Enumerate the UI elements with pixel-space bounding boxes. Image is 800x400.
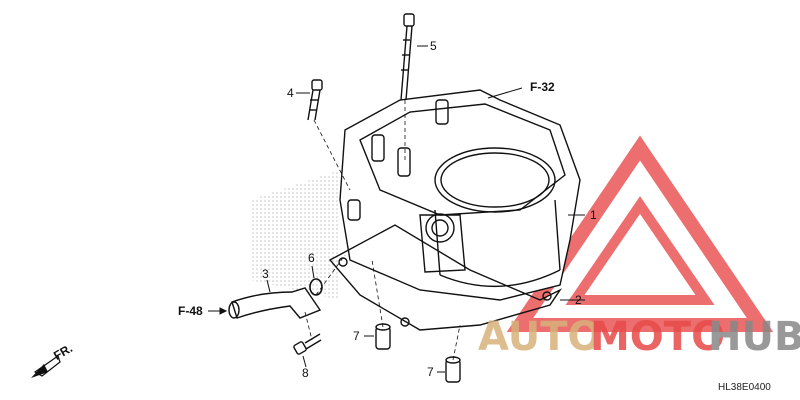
callout-6: 6	[308, 251, 315, 265]
callout-4: 4	[287, 86, 294, 100]
bolt-8	[293, 333, 322, 355]
bolt-4	[307, 79, 323, 121]
watermark-logo	[506, 135, 774, 332]
callout-7-upper: 7	[353, 329, 360, 343]
callout-3: 3	[262, 267, 269, 281]
background-dotted-logo	[250, 170, 340, 300]
callout-8: 8	[302, 366, 309, 380]
watermark-moto: MOTO	[590, 314, 725, 360]
assembly-guide-lines	[304, 100, 461, 361]
leader-lines	[266, 45, 585, 373]
front-direction-arrow-icon	[31, 355, 61, 378]
bolt-5	[400, 13, 415, 101]
water-pipe	[228, 287, 322, 319]
dowel-pin-lower	[445, 356, 461, 383]
watermark-text: AUTO MOTO HUB	[478, 314, 800, 360]
ref-f32[interactable]: F-32	[530, 80, 555, 94]
callout-1: 1	[590, 208, 597, 222]
watermark-auto: AUTO	[478, 314, 602, 360]
dowel-pin-upper	[375, 323, 391, 350]
ref-f48[interactable]: F-48	[178, 304, 203, 318]
cylinder-assembly	[339, 89, 581, 301]
diagram-code: HL38E0400	[718, 382, 771, 393]
watermark-hub: HUB	[708, 314, 800, 360]
callout-7-lower: 7	[427, 365, 434, 379]
callout-5: 5	[430, 39, 437, 53]
callout-2: 2	[575, 293, 582, 307]
f48-arrow	[208, 307, 228, 315]
